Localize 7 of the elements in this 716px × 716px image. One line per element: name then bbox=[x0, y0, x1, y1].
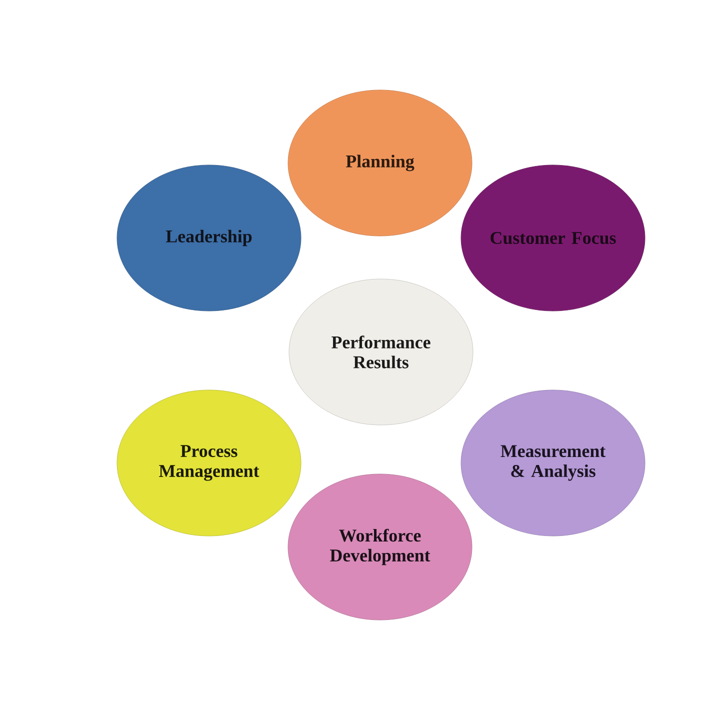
ellipse-node: Planning bbox=[288, 90, 472, 236]
ellipse-node: Leadership bbox=[116, 164, 302, 312]
ellipse-node: Workforce Development bbox=[288, 474, 472, 620]
ellipse-node: Performance Results bbox=[288, 278, 474, 426]
ellipse-node: Process Management bbox=[116, 390, 302, 536]
ellipse-node: Customer Focus bbox=[460, 164, 646, 312]
ellipse-node: Measurement & Analysis bbox=[460, 390, 646, 536]
